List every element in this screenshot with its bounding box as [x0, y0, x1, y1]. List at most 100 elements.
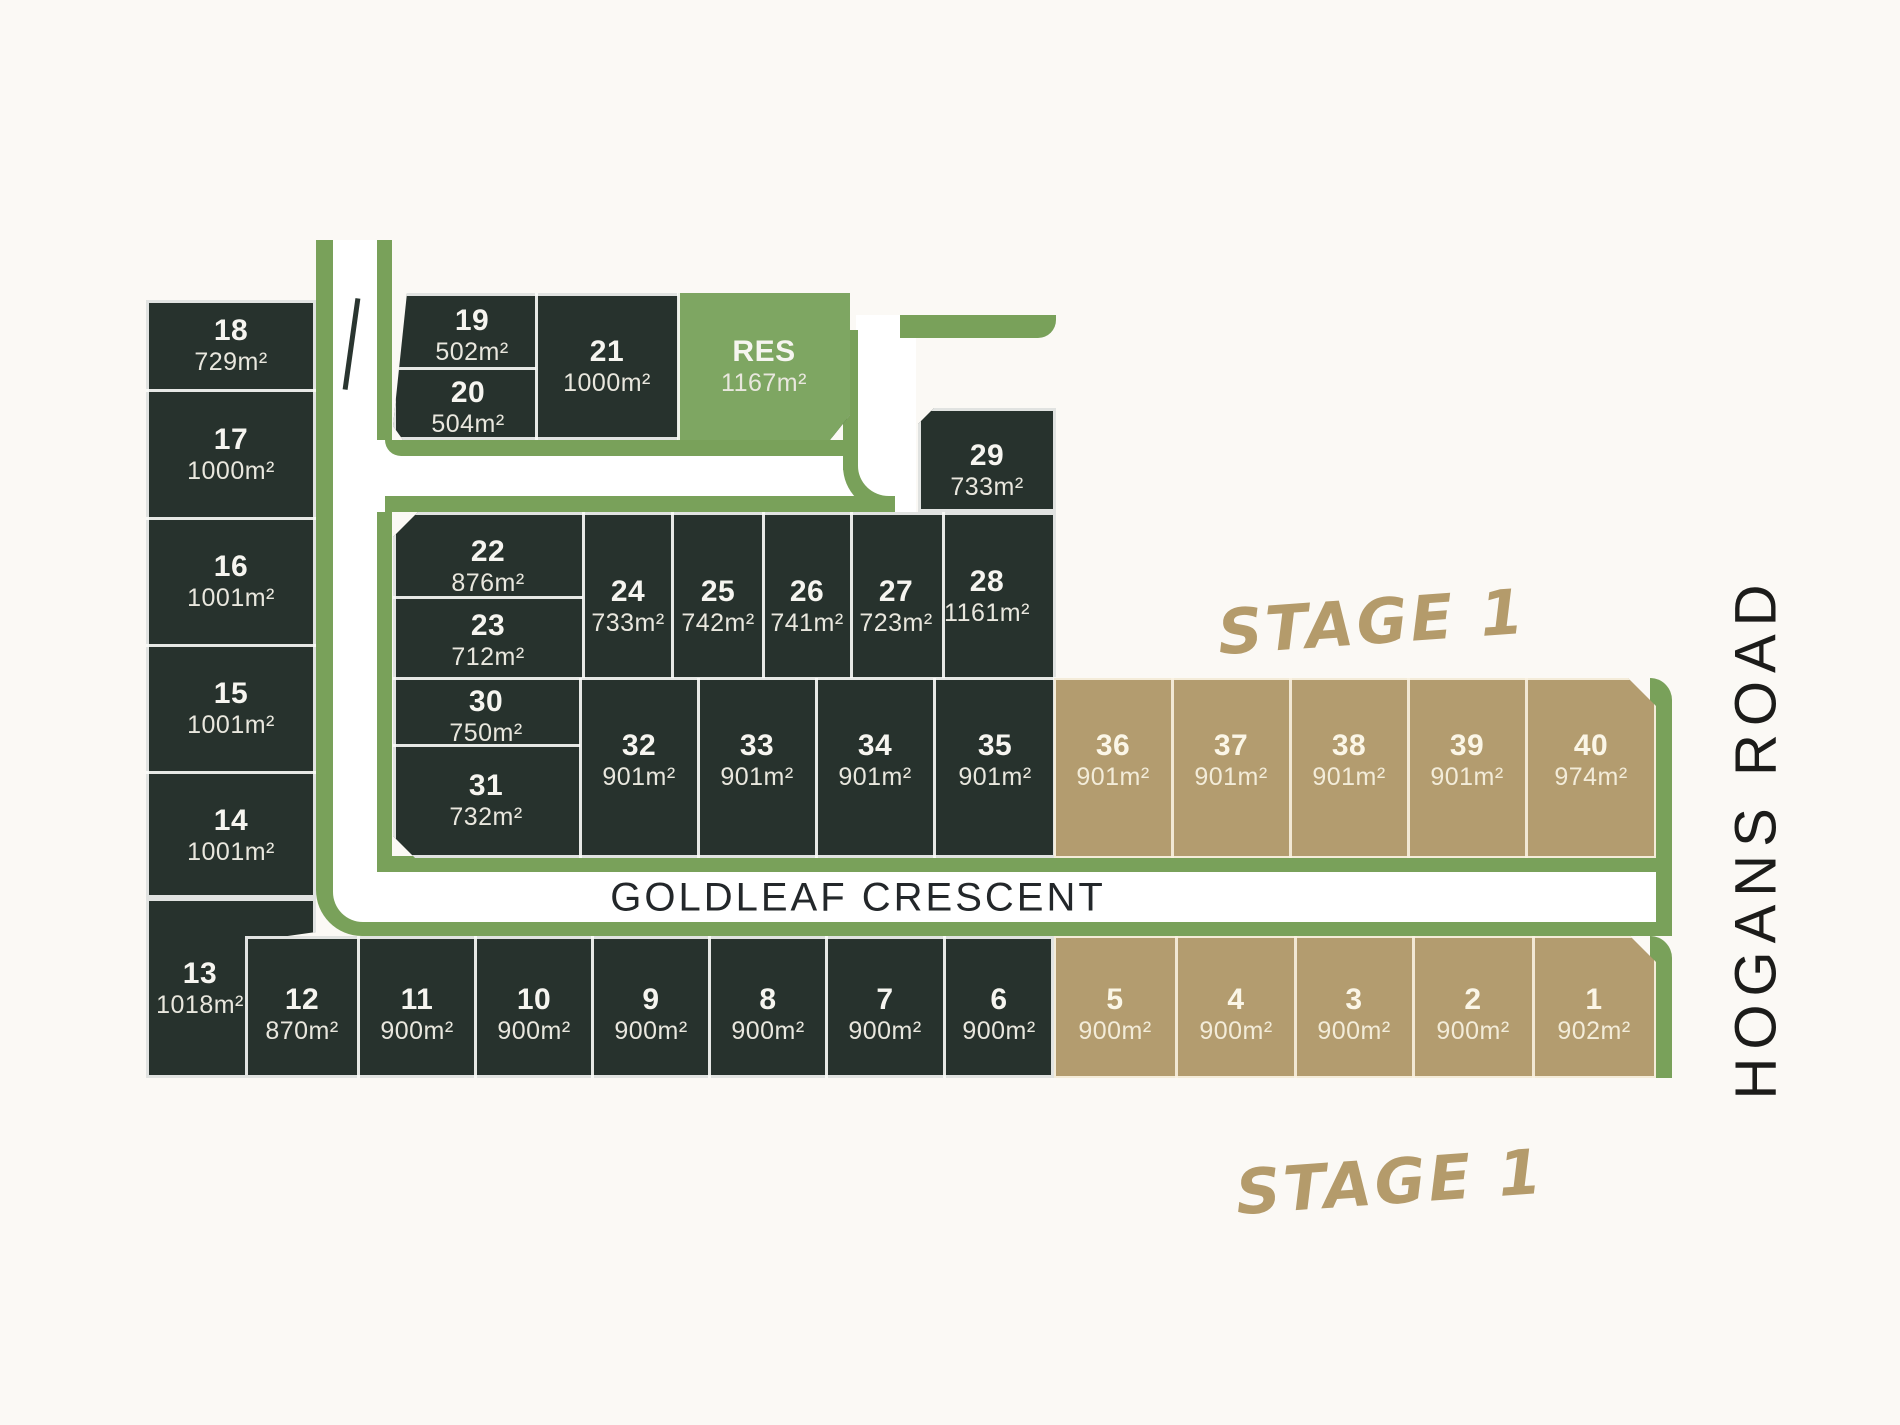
lot-boundary-line — [393, 596, 583, 599]
lot-area: 900m² — [1078, 1016, 1152, 1045]
lot-boundary-line — [1407, 678, 1410, 858]
lot-number: 25 — [700, 575, 736, 609]
lot-area: 732m² — [449, 802, 523, 831]
lot-number: 15 — [213, 677, 249, 711]
block-b — [393, 512, 1056, 858]
lot-boundary-line — [146, 389, 316, 392]
lot-boundary-line — [815, 678, 818, 858]
block-a — [393, 293, 850, 440]
street-label-hogans: HOGANS ROAD — [1723, 576, 1789, 1100]
lot-area: 900m² — [497, 1016, 571, 1045]
lot-area: 900m² — [962, 1016, 1036, 1045]
lot-number: 17 — [213, 423, 249, 457]
stage1-label-top: STAGE 1 — [1215, 574, 1529, 670]
lot-boundary-line — [1525, 678, 1528, 858]
lot-number: 14 — [213, 804, 249, 838]
lot-boundary-line — [357, 936, 360, 1078]
lot-number: 3 — [1345, 983, 1363, 1017]
lot-area: 723m² — [859, 608, 933, 637]
lot-number: 22 — [470, 535, 506, 569]
lot-number: 37 — [1213, 729, 1249, 763]
west-column-block — [146, 300, 316, 898]
lot-number: 13 — [182, 957, 218, 991]
lot-boundary-line — [582, 512, 585, 678]
lot-boundary-line — [697, 678, 700, 858]
lot-number: 7 — [876, 983, 894, 1017]
goldleaf-road[interactable] — [333, 872, 1656, 922]
lot-area: 1001m² — [187, 837, 275, 866]
lot-area: 901m² — [602, 762, 676, 791]
lot-area: 900m² — [731, 1016, 805, 1045]
lot-boundary-line — [762, 512, 765, 678]
lot-boundary-line — [708, 936, 711, 1078]
lot-area: 901m² — [958, 762, 1032, 791]
lot-number: 32 — [621, 729, 657, 763]
lot-boundary-line — [850, 512, 853, 678]
lot-boundary-line — [146, 771, 316, 774]
stage1-south-block — [1054, 936, 1656, 1078]
lot-number: 19 — [454, 304, 490, 338]
lot-area: 870m² — [265, 1016, 339, 1045]
lot-boundary-line — [393, 367, 536, 370]
lot-number: 20 — [450, 376, 486, 410]
west-road[interactable] — [333, 240, 377, 872]
lot-number: 16 — [213, 550, 249, 584]
lot-area: 1167m² — [721, 368, 807, 397]
lot-area: 733m² — [950, 472, 1024, 501]
lot-boundary-line — [671, 512, 674, 678]
lot-area: 901m² — [1312, 762, 1386, 791]
lot-area: 900m² — [1317, 1016, 1391, 1045]
stage1-north-block — [1054, 678, 1656, 858]
lot-number: 26 — [789, 575, 825, 609]
lot-area: 1000m² — [563, 368, 651, 397]
lot-number: 40 — [1573, 729, 1609, 763]
lot-number: 2 — [1464, 983, 1482, 1017]
lot-number: 10 — [516, 983, 552, 1017]
lot-area: 712m² — [451, 642, 525, 671]
lot-number: 39 — [1449, 729, 1485, 763]
lot-area: 729m² — [194, 347, 268, 376]
lot-boundary-line — [1289, 678, 1292, 858]
